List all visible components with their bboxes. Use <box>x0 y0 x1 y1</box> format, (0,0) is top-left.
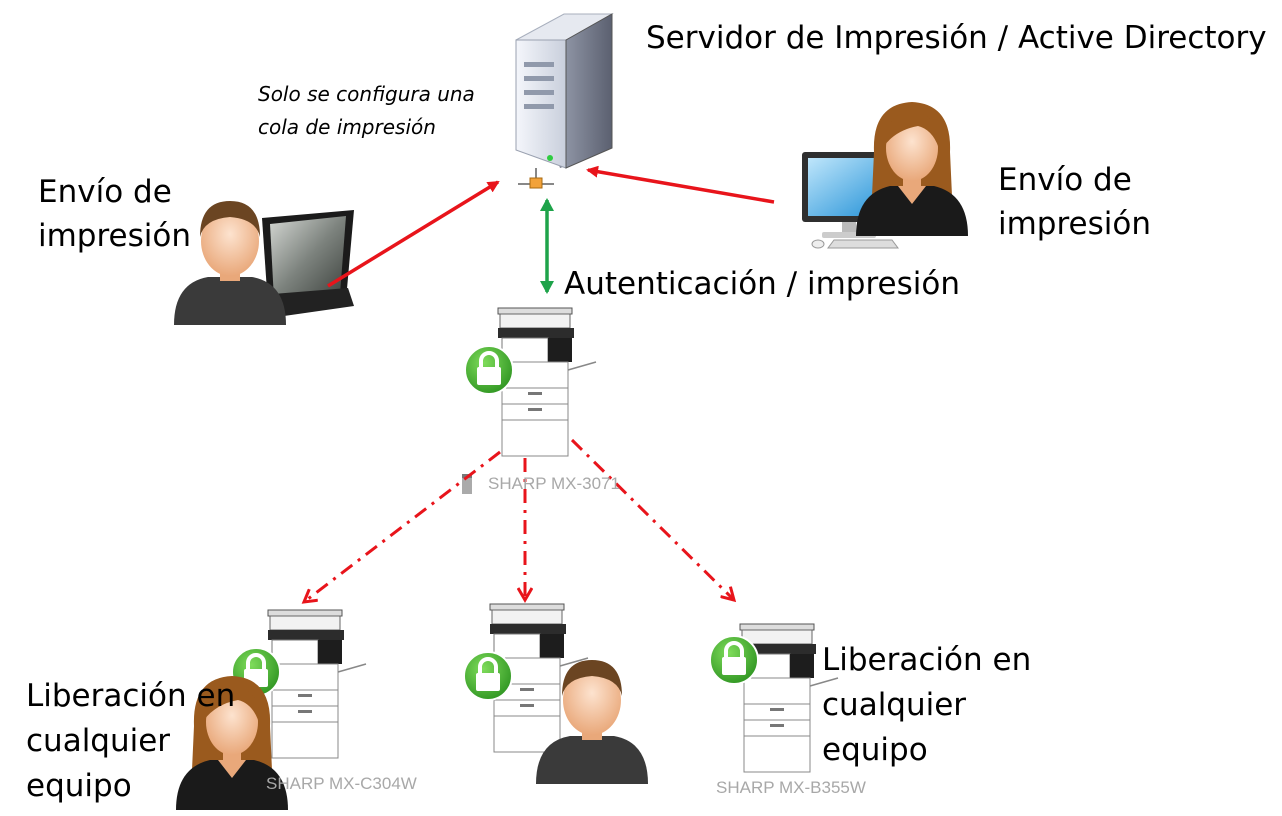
release-left-line-2: cualquier <box>26 723 171 759</box>
release-label-right: Liberación en cualquier equipo <box>822 638 1031 773</box>
release-label-left: Liberación en cualquier equipo <box>26 674 235 809</box>
send-arrow-left <box>327 180 500 288</box>
server-icon <box>515 13 614 189</box>
printer-icon <box>267 609 367 759</box>
lock-icon <box>708 634 760 686</box>
release-arrow-left <box>304 450 501 602</box>
release-arrow-right <box>570 438 734 600</box>
release-left-line-3: equipo <box>26 768 132 804</box>
note-line-2: cola de impresión <box>258 115 436 139</box>
send-label-left: Envío de impresión <box>38 170 191 258</box>
release-right-line-3: equipo <box>822 732 928 768</box>
laptop-icon <box>248 210 354 320</box>
printer-icon <box>497 307 597 457</box>
release-right-line-2: cualquier <box>822 687 967 723</box>
printer-model-left: SHARP MX-C304W <box>266 774 417 793</box>
server-title: Servidor de Impresión / Active Directory <box>646 20 1267 56</box>
server-note: Solo se configura una cola de impresión <box>258 78 475 144</box>
lock-icon <box>462 650 514 702</box>
auth-label: Autenticación / impresión <box>564 266 960 302</box>
send-left-line-1: Envío de <box>38 174 172 210</box>
note-line-1: Solo se configura una <box>258 82 475 106</box>
release-left-line-1: Liberación en <box>26 678 236 714</box>
printer-model-right: SHARP MX-B355W <box>716 778 866 797</box>
printer-model-main: SHARP MX-3071 <box>488 474 620 493</box>
lock-icon <box>463 344 515 396</box>
release-right-line-1: Liberación en <box>822 642 1032 678</box>
send-left-line-2: impresión <box>38 218 192 254</box>
send-right-line-2: impresión <box>998 206 1152 242</box>
send-label-right: Envío de impresión <box>998 158 1151 246</box>
send-right-line-1: Envío de <box>998 162 1132 198</box>
send-arrow-right <box>586 165 775 204</box>
